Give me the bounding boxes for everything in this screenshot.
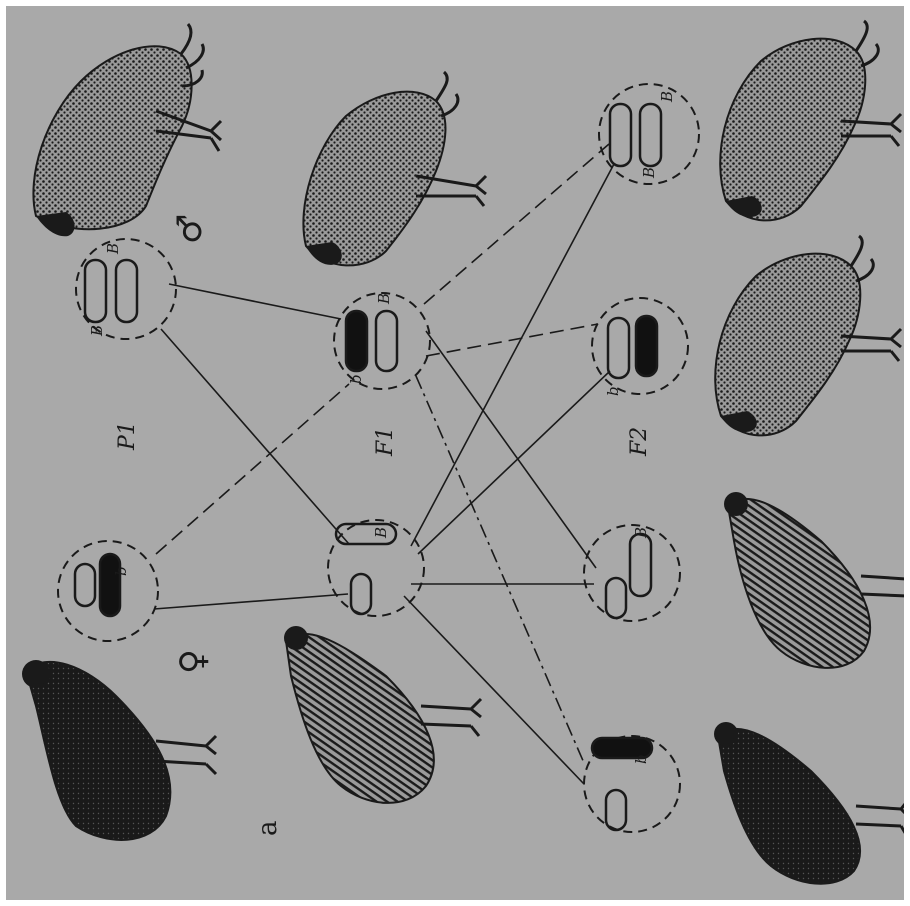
gene-label-left: b (347, 374, 365, 384)
inheritance-diagram: B B b b B B B B b B (6, 6, 904, 900)
label-p1: P1 (115, 421, 140, 451)
chromosome-z-black (636, 316, 657, 376)
gene-label-top: B (658, 91, 676, 103)
chromosome-z-black (346, 311, 367, 371)
gene-label-top: B (104, 243, 122, 255)
panel-label: a (253, 820, 283, 836)
label-f1: F1 (373, 427, 398, 457)
gene-label-right: B (375, 293, 393, 305)
gene-label: b (632, 754, 650, 764)
gene-label-bottom: B (640, 167, 658, 179)
female-symbol: ♀ (173, 649, 213, 674)
gene-label: b (604, 386, 622, 396)
gene-label: b (112, 566, 130, 576)
figure-frame: B B b b B B B B b B (6, 6, 904, 900)
gene-label-bottom: B (88, 325, 106, 337)
gene-label: B (372, 527, 390, 539)
chromosome-z-black (100, 554, 120, 616)
gene-label: B (632, 527, 650, 539)
label-f2: F2 (627, 427, 652, 457)
male-symbol: ♂ (170, 214, 210, 244)
